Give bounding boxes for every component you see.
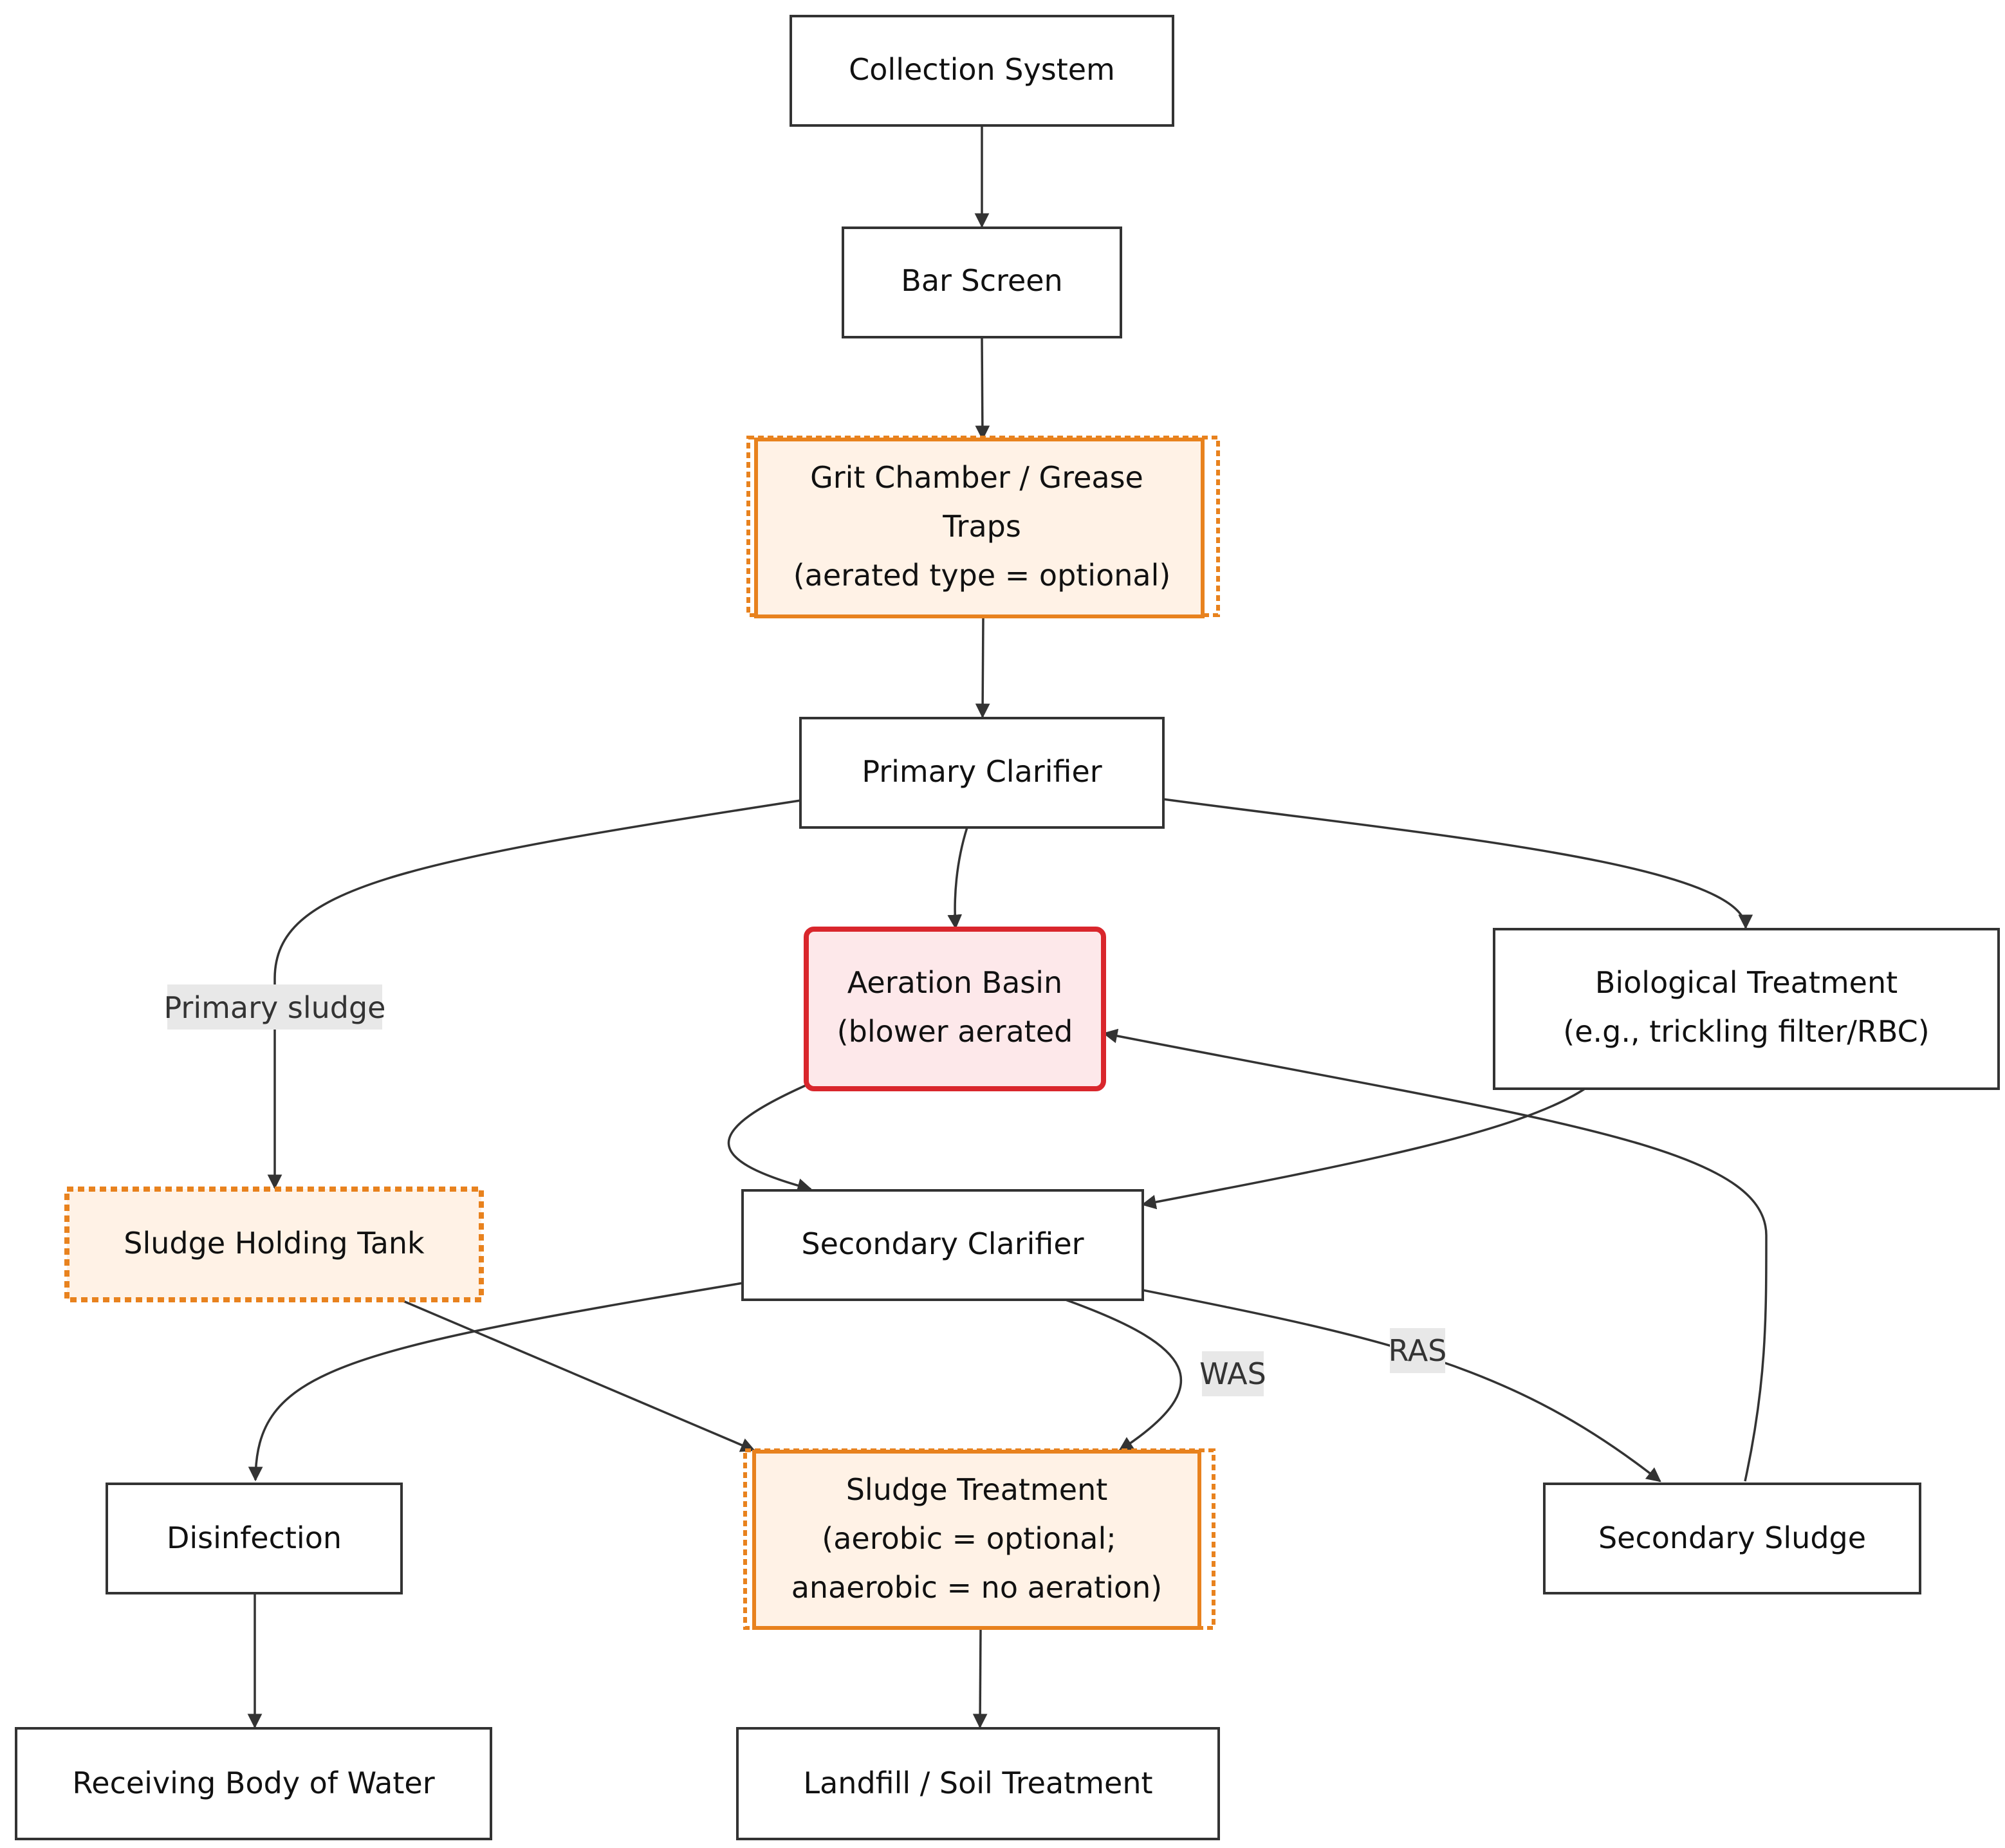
node-collection-system: Collection System <box>790 15 1174 127</box>
node-grit-chamber: Grit Chamber / Grease Traps (aerated typ… <box>746 436 1220 618</box>
edge-label-was: WAS <box>1199 1351 1266 1396</box>
node-label-line-2: (e.g., trickling filter/RBC) <box>1563 1014 1929 1049</box>
node-label-line-3: anaerobic = no aeration) <box>791 1570 1163 1605</box>
node-label: Disinfection <box>167 1520 342 1555</box>
node-label-line-1: Aeration Basin <box>847 965 1062 1000</box>
node-label-line-2: (blower aerated <box>837 1014 1073 1049</box>
node-label: Collection System <box>849 52 1115 87</box>
edge-label-ras: RAS <box>1389 1328 1447 1373</box>
edge-label-bg <box>1390 1328 1445 1373</box>
node-label-line-1: Grit Chamber / Grease <box>810 460 1143 495</box>
edge-label-primary-sludge: Primary sludge <box>164 984 386 1030</box>
node-receiving-body-of-water: Receiving Body of Water <box>15 1727 492 1840</box>
edge-barscreen-to-grit <box>975 337 990 441</box>
node-secondary-clarifier: Secondary Clarifier <box>741 1189 1144 1301</box>
edge-primary-to-aeration <box>947 827 968 930</box>
edge-bio-to-secondary <box>1141 1087 1585 1210</box>
edge-sludgetreat-to-landfill <box>972 1627 988 1729</box>
edge-label-ras-text: RAS <box>1389 1333 1447 1368</box>
edges <box>247 126 1768 1729</box>
edge-primary-to-holding <box>267 799 801 1190</box>
node-label: Secondary Clarifier <box>801 1226 1084 1261</box>
node-label: Secondary Sludge <box>1598 1520 1866 1555</box>
node-label-line-2: Traps <box>942 509 1021 544</box>
node-label-line-3: (aerated type = optional) <box>793 558 1171 593</box>
node-label: Bar Screen <box>901 263 1062 298</box>
node-sludge-holding-tank: Sludge Holding Tank <box>64 1187 484 1302</box>
edge-secsludge-to-aeration <box>1102 1028 1768 1482</box>
node-label-line-1: Biological Treatment <box>1595 965 1898 1000</box>
node-label-line-2: (aerobic = optional; <box>822 1521 1116 1556</box>
edge-label-was-text: WAS <box>1199 1356 1266 1391</box>
edge-secondary-to-disinfection <box>248 1282 743 1482</box>
edge-holding-to-sludgetreat <box>400 1298 756 1452</box>
node-secondary-sludge: Secondary Sludge <box>1543 1483 1921 1594</box>
node-label-line-1: Sludge Treatment <box>846 1472 1108 1507</box>
node-label: Receiving Body of Water <box>72 1766 434 1800</box>
node-biological-treatment: Biological Treatment (e.g., trickling fi… <box>1493 928 2000 1090</box>
node-bar-screen: Bar Screen <box>842 226 1122 338</box>
node-disinfection: Disinfection <box>106 1483 403 1594</box>
node-landfill-soil-treatment: Landfill / Soil Treatment <box>736 1727 1220 1840</box>
node-aeration-basin: Aeration Basin (blower aerated <box>804 927 1106 1091</box>
edge-aeration-to-secondary <box>727 1084 813 1193</box>
node-label: Sludge Holding Tank <box>124 1226 425 1261</box>
node-label: Primary Clarifier <box>862 754 1102 789</box>
edge-secondary-to-sludgetreat-was <box>1065 1298 1183 1452</box>
edge-label-bg <box>1202 1351 1264 1396</box>
node-label: Landfill / Soil Treatment <box>803 1766 1152 1800</box>
node-primary-clarifier: Primary Clarifier <box>799 717 1165 829</box>
edge-primary-to-bio <box>1163 798 1753 930</box>
node-sludge-treatment: Sludge Treatment (aerobic = optional; an… <box>743 1448 1215 1630</box>
edge-label-primary-sludge-text: Primary sludge <box>164 990 386 1025</box>
edge-label-bg <box>167 984 382 1030</box>
